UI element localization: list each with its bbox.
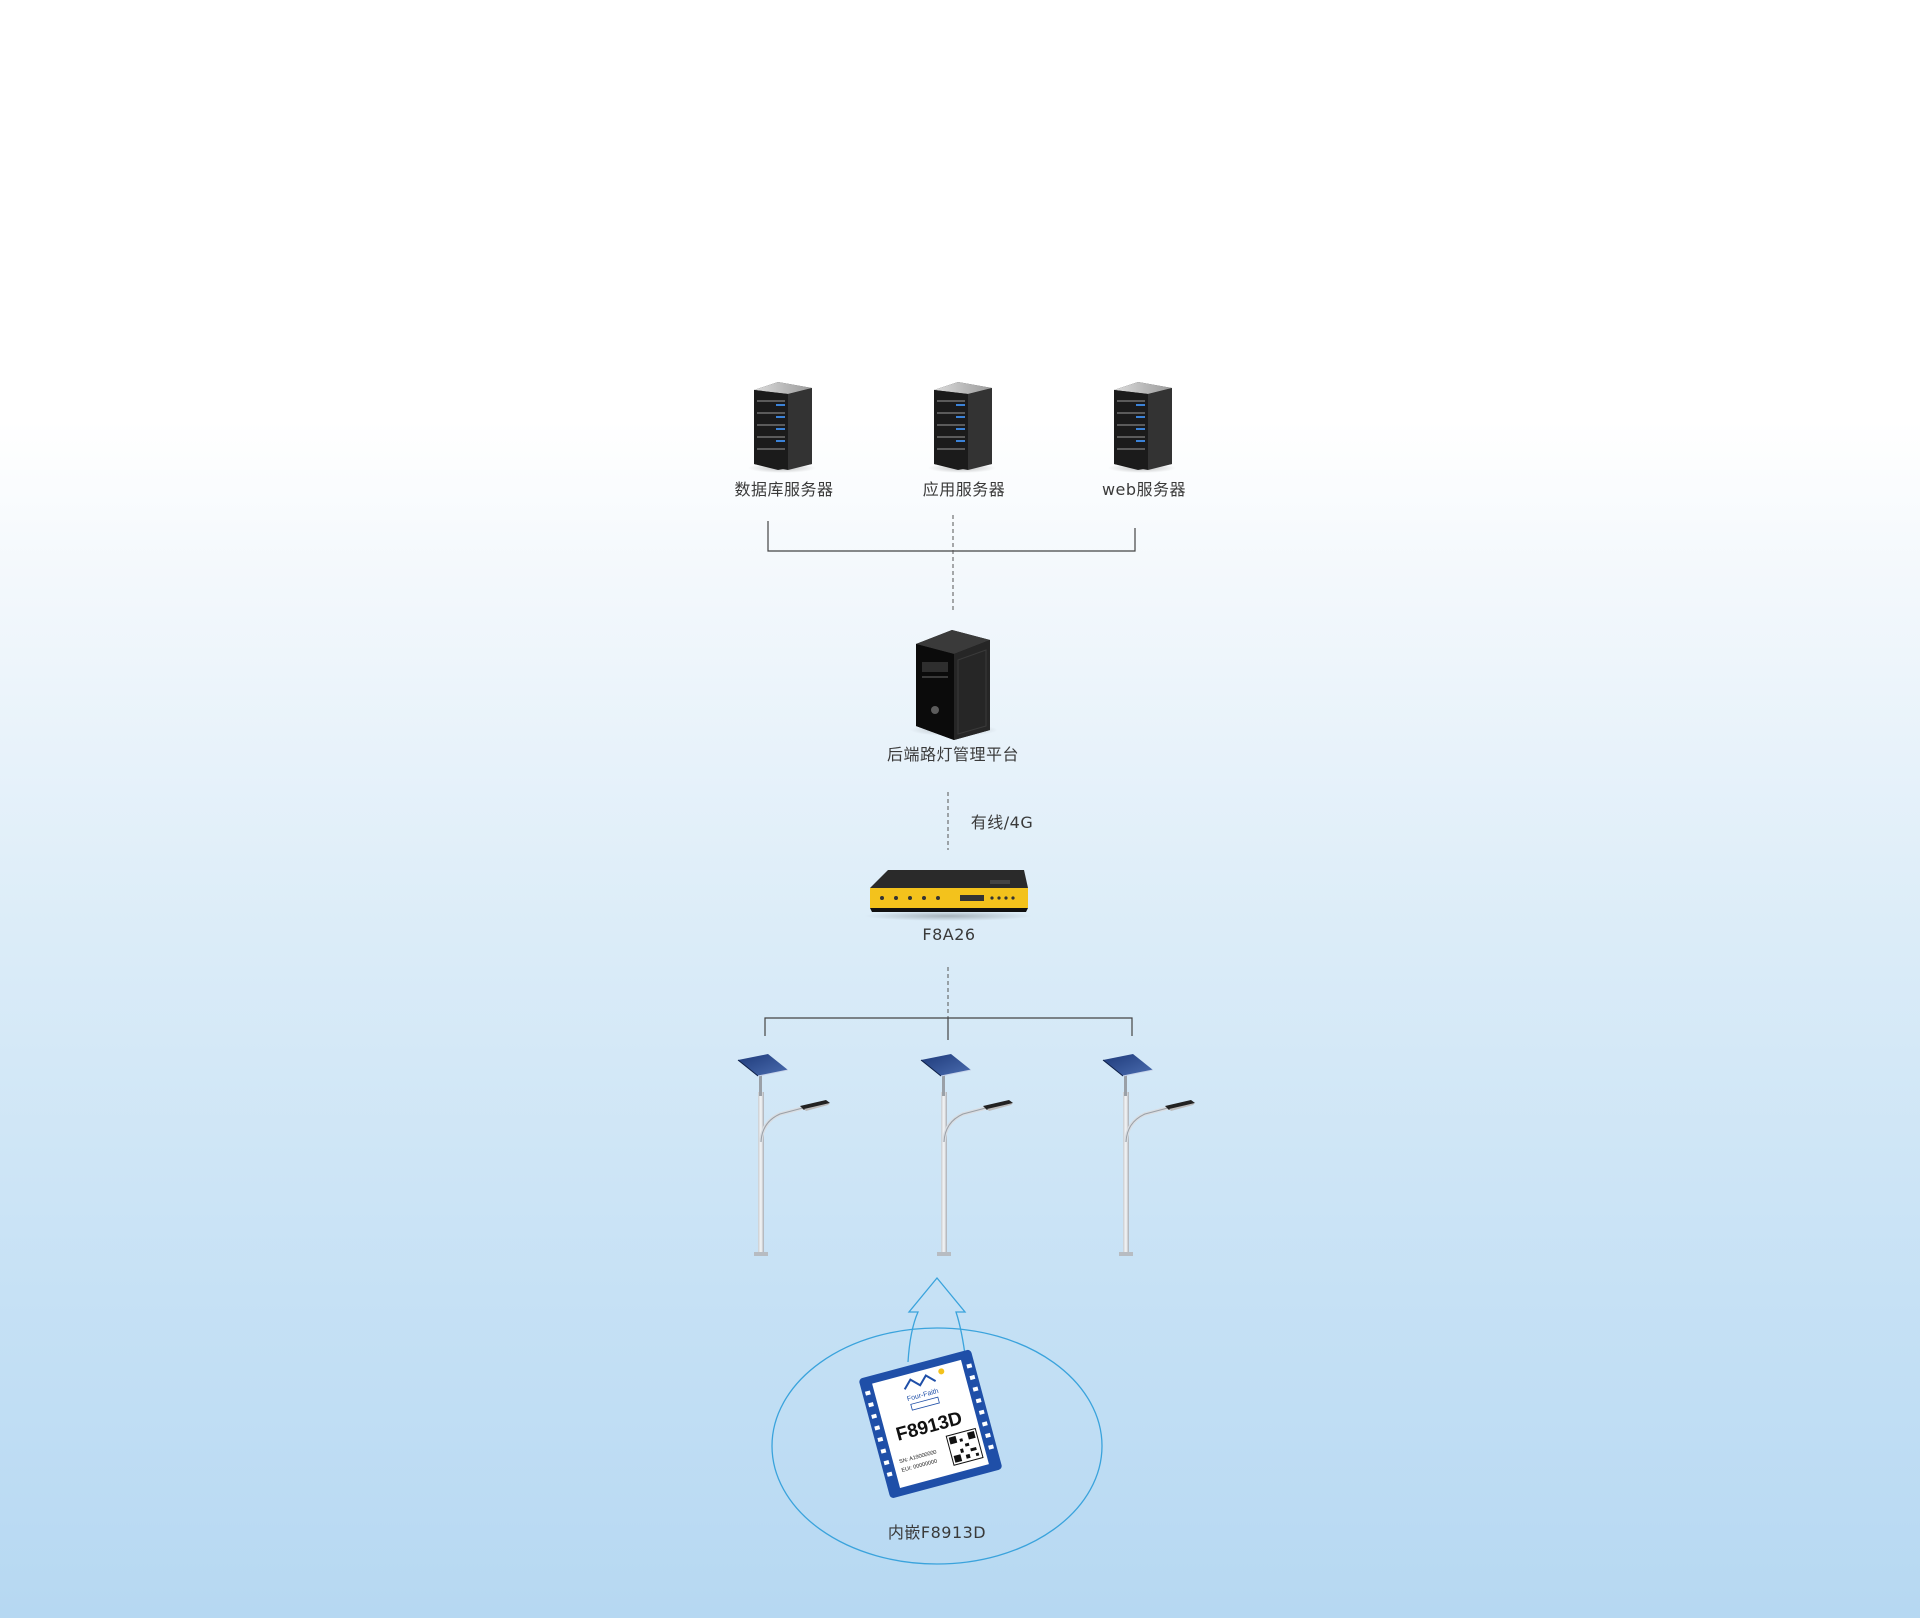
module-card-icon: Four-Faith F8913D SN: A19000000 EUI: 000… [859,1349,1002,1498]
module-qr-code-icon [945,1427,984,1466]
web-server-icon [1108,382,1176,473]
link-type-label: 有线/4G [970,813,1034,832]
street-lamp-center-icon [919,1052,1015,1258]
platform-server-icon [910,630,998,740]
router-label: F8A26 [922,925,976,944]
upward-arrow-icon [907,1276,967,1363]
router-icon [864,870,1032,921]
server-bracket [767,521,1136,552]
lamp-bracket [764,1017,1133,1040]
street-lamp-right-icon [1101,1052,1197,1258]
database-server-icon [748,382,816,473]
application-server-label: 应用服务器 [922,480,1006,499]
platform-label: 后端路灯管理平台 [886,745,1020,764]
module-label: 内嵌F8913D [887,1523,987,1542]
street-lamp-left-icon [736,1052,832,1258]
module-ellipse [771,1327,1103,1565]
web-server-label: web服务器 [1101,480,1187,499]
application-server-icon [928,382,996,473]
database-server-label: 数据库服务器 [734,480,834,499]
